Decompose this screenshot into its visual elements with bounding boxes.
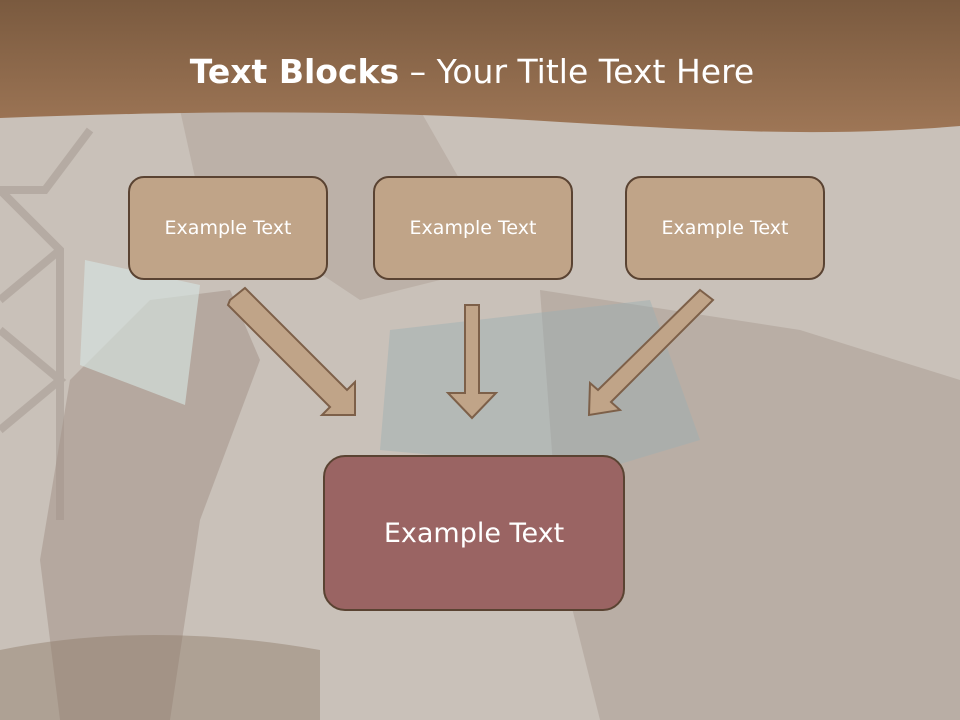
text-box-right[interactable]: Example Text [625,176,825,280]
text-box-right-label: Example Text [661,217,789,239]
text-box-middle[interactable]: Example Text [373,176,573,280]
slide-title: Text Blocks – Your Title Text Here [0,52,944,91]
text-box-center-label: Example Text [383,517,565,549]
text-box-center[interactable]: Example Text [323,455,625,611]
title-regular-part: – Your Title Text Here [399,52,755,91]
arrow-left-down-right [226,286,356,416]
title-bold-part: Text Blocks [189,52,400,91]
arrow-right-down-left [587,288,715,417]
title-band [0,0,960,133]
text-box-left[interactable]: Example Text [128,176,328,280]
text-box-left-label: Example Text [164,217,292,239]
text-box-middle-label: Example Text [409,217,537,239]
arrow-middle-down [445,304,499,420]
